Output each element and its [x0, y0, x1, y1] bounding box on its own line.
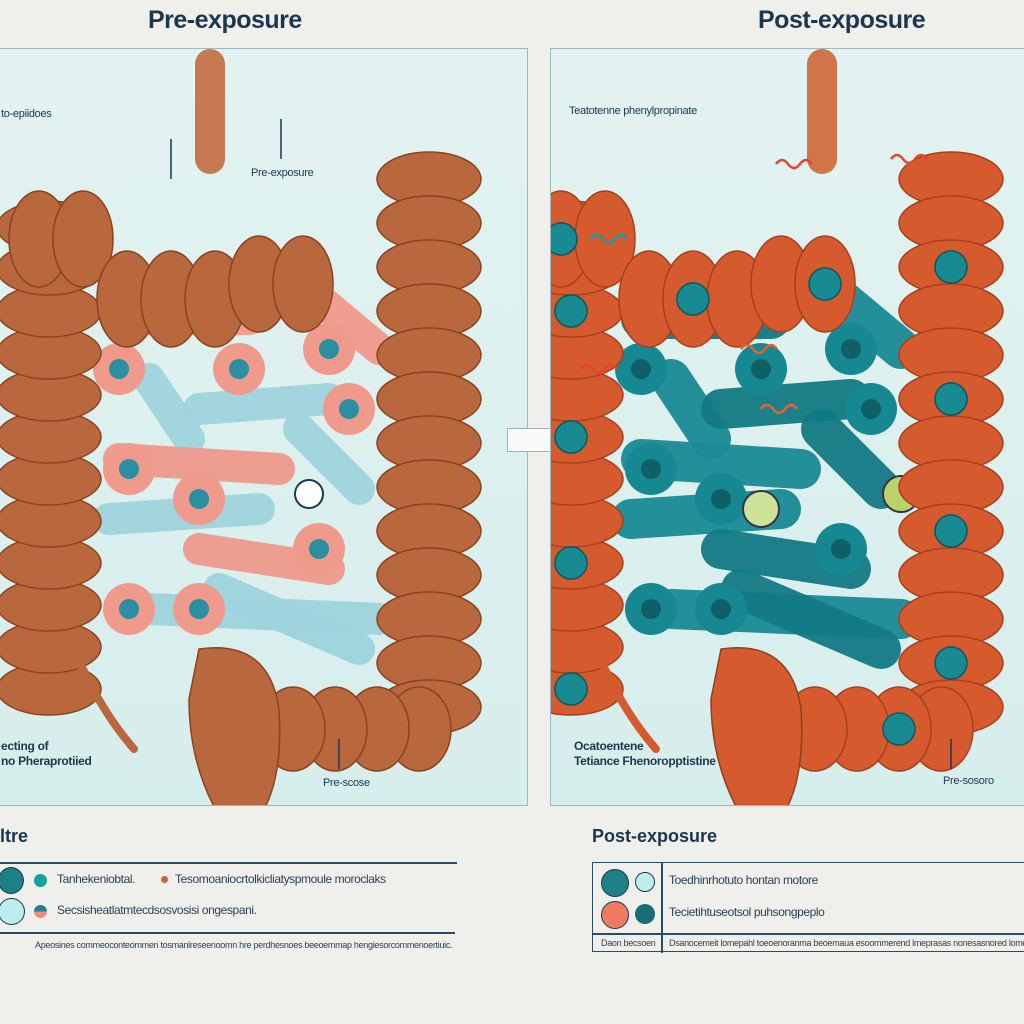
- post-label-arrow: Pre-sosoro: [943, 775, 994, 787]
- pre-label-center: Pre-exposure: [251, 167, 314, 179]
- teal-circle-icon: [0, 867, 24, 894]
- bacteria-squiggle: [890, 153, 928, 165]
- pre-legend-heading: ltre: [0, 826, 29, 846]
- appendix: [70, 645, 138, 753]
- small-intestine-loop: [651, 359, 731, 459]
- inflammation-spot: [554, 420, 588, 454]
- table-column-divider: [661, 863, 663, 953]
- pre-label-top: to-epiidoes: [1, 108, 52, 120]
- colon-segment: [52, 190, 114, 288]
- inflammation-spot: [934, 646, 968, 680]
- post-legend-table: Toedhinrhotuto hontan motore Tecietihtus…: [592, 862, 1024, 953]
- small-intestine-loop: [183, 383, 345, 425]
- intestine-ring-center: [861, 399, 881, 419]
- intestine-ring-center: [641, 599, 661, 619]
- inflammation-spot: [554, 672, 588, 706]
- pre-exposure-panel: to-epiidoes Pre-exposure ecting of no Ph…: [0, 48, 528, 806]
- teal-circle-icon: [601, 869, 629, 897]
- inflammation-spot: [934, 514, 968, 548]
- inflammation-spot: [882, 712, 916, 746]
- intestine-ring-center: [339, 399, 359, 419]
- post-exposure-title: Post-exposure: [758, 6, 926, 34]
- light-cyan-circle-icon: [635, 872, 655, 892]
- pre-exposure-title: Pre-exposure: [148, 6, 302, 34]
- dark-teal-circle-icon: [635, 904, 655, 924]
- pre-legend-item: Secsisheatlatmtecdsosvosisi ongespani.: [57, 903, 257, 917]
- bacteria-squiggle: [590, 233, 628, 245]
- pre-label-bottom-2: no Pheraprotiied: [1, 754, 92, 768]
- inflammation-spot: [551, 222, 578, 256]
- small-intestine-loop: [801, 409, 901, 509]
- intestine-ring-center: [641, 459, 661, 479]
- intestine-ring-center: [119, 599, 139, 619]
- small-intestine-loop: [283, 413, 375, 505]
- post-exposure-panel: Teatotenne phenylpropinate Ocatoentene T…: [550, 48, 1024, 806]
- esophagus-tube: [195, 49, 225, 174]
- pre-legend-item: Tanhekeniobtal.: [57, 872, 136, 886]
- inflammation-spot: [934, 382, 968, 416]
- intestine-ring-center: [109, 359, 129, 379]
- post-legend-item: Toedhinrhotuto hontan motore: [669, 873, 818, 887]
- pre-legend-divider-bottom: [0, 932, 455, 934]
- pre-colon-illustration: [0, 49, 482, 805]
- inflammation-spot: [676, 282, 710, 316]
- intestine-ring-center: [841, 339, 861, 359]
- light-cyan-circle-icon: [0, 898, 25, 925]
- intestine-ring-center: [711, 489, 731, 509]
- small-intestine-loop: [721, 569, 901, 669]
- intestine-ring-center: [189, 599, 209, 619]
- inflammation-spot: [934, 250, 968, 284]
- small-intestine-loop: [133, 363, 205, 455]
- pre-label-bottom-1: ecting of: [1, 739, 49, 753]
- bacteria-cell-icon: [742, 490, 780, 528]
- intestine-ring-center: [119, 459, 139, 479]
- intestine-ring-center: [319, 339, 339, 359]
- post-legend-heading: Post-exposure: [592, 826, 718, 846]
- intestine-ring-center: [189, 489, 209, 509]
- intestine-ring-center: [831, 539, 851, 559]
- rectum: [710, 647, 803, 805]
- post-label-top: Teatotenne phenylpropinate: [569, 105, 697, 117]
- coral-circle-icon: [601, 901, 629, 929]
- small-intestine-loop: [701, 379, 871, 429]
- intestine-ring-center: [711, 599, 731, 619]
- intestine-ring-center: [631, 359, 651, 379]
- table-row-divider: [593, 933, 1024, 935]
- intestine-ring-center: [309, 539, 329, 559]
- pre-legend-footnote: Apeosines commeoconteommen tosmanlreseen…: [35, 940, 453, 950]
- post-label-bottom-1: Ocatoentene: [574, 739, 644, 753]
- bacteria-squiggle: [580, 363, 618, 375]
- rectum: [188, 647, 281, 805]
- inflammation-spot: [808, 267, 842, 301]
- post-colon-illustration: [551, 49, 1004, 805]
- bacteria-squiggle: [775, 158, 813, 170]
- cell-icon: [294, 479, 324, 509]
- appendix: [592, 645, 660, 753]
- post-label-bottom-2: Tetiance Fhenoropptistine: [574, 754, 716, 768]
- orange-dot-icon: [161, 876, 168, 883]
- small-intestine-loop: [203, 573, 375, 665]
- post-legend-footer-text: Dsanocemeit lomepahl toeoenoranma beoema…: [669, 938, 1024, 948]
- colon-segment: [272, 235, 334, 333]
- intestine-ring-center: [751, 359, 771, 379]
- esophagus-tube: [807, 49, 837, 174]
- post-legend-item: Tecietihtuseotsol puhsongpeplo: [669, 905, 825, 919]
- bacteria-squiggle: [740, 343, 778, 355]
- pre-legend-divider-top: [0, 862, 457, 864]
- intestine-ring-center: [229, 359, 249, 379]
- pre-legend-item: Tesomoaniocrtolkicliatyspmoule moroclaks: [175, 872, 386, 886]
- inflammation-spot: [554, 294, 588, 328]
- bacteria-squiggle: [760, 403, 798, 415]
- post-legend-footer-label: Daon becsoen: [601, 938, 656, 948]
- inflammation-spot: [554, 546, 588, 580]
- teal-pink-dot-icon: [34, 905, 47, 918]
- teal-dot-icon: [34, 874, 47, 887]
- pre-label-arrow: Pre-scose: [323, 777, 370, 789]
